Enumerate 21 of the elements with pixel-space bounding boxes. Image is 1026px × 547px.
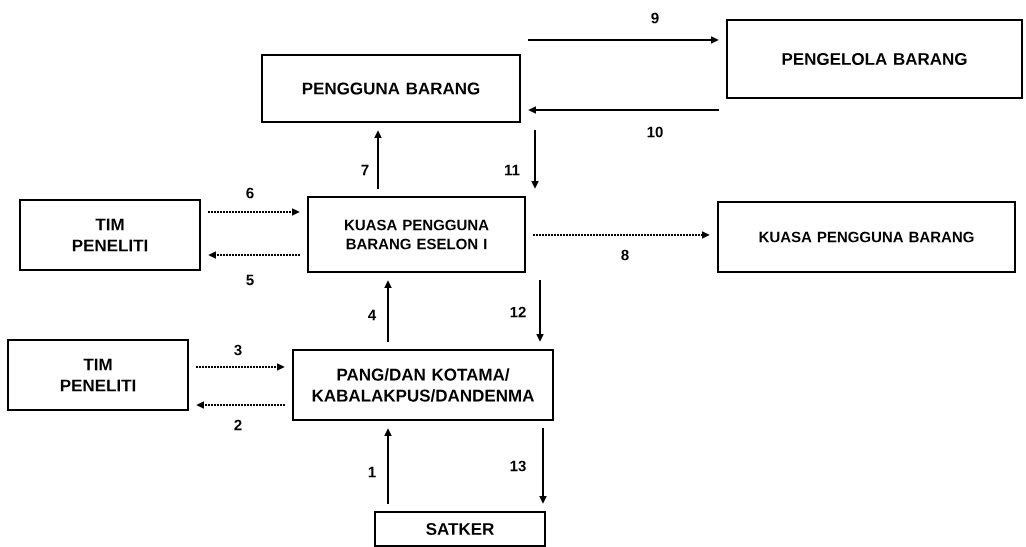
edge-label: 5 (246, 274, 254, 286)
edge-label: 12 (510, 306, 526, 318)
edge-label: 8 (621, 249, 629, 261)
process-box: PANG/DAN KOTAMA/ KABALAKPUS/DANDENMA (292, 349, 554, 421)
edge-label: 4 (368, 309, 377, 321)
edge-label: 1 (368, 466, 376, 478)
process-box: PENGELOLA BARANG (726, 19, 1023, 99)
edge-label: 6 (246, 187, 254, 199)
edge-label: 10 (647, 126, 663, 138)
edge-label: 3 (234, 344, 242, 356)
process-box: PENGGUNA BARANG (261, 54, 521, 123)
edge-label: 9 (651, 12, 659, 24)
process-box: SATKER (374, 511, 546, 547)
edge-label: 13 (510, 460, 526, 472)
edge-label: 2 (234, 419, 242, 431)
edge-label: 11 (505, 164, 520, 176)
edge-label: 7 (361, 164, 369, 176)
process-box: KUASA PENGGUNA BARANG ESELON I (307, 196, 526, 273)
process-box: KUASA PENGGUNA BARANG (717, 201, 1016, 273)
process-box: TIM PENELITI (19, 199, 201, 271)
process-box: TIM PENELITI (7, 339, 189, 411)
